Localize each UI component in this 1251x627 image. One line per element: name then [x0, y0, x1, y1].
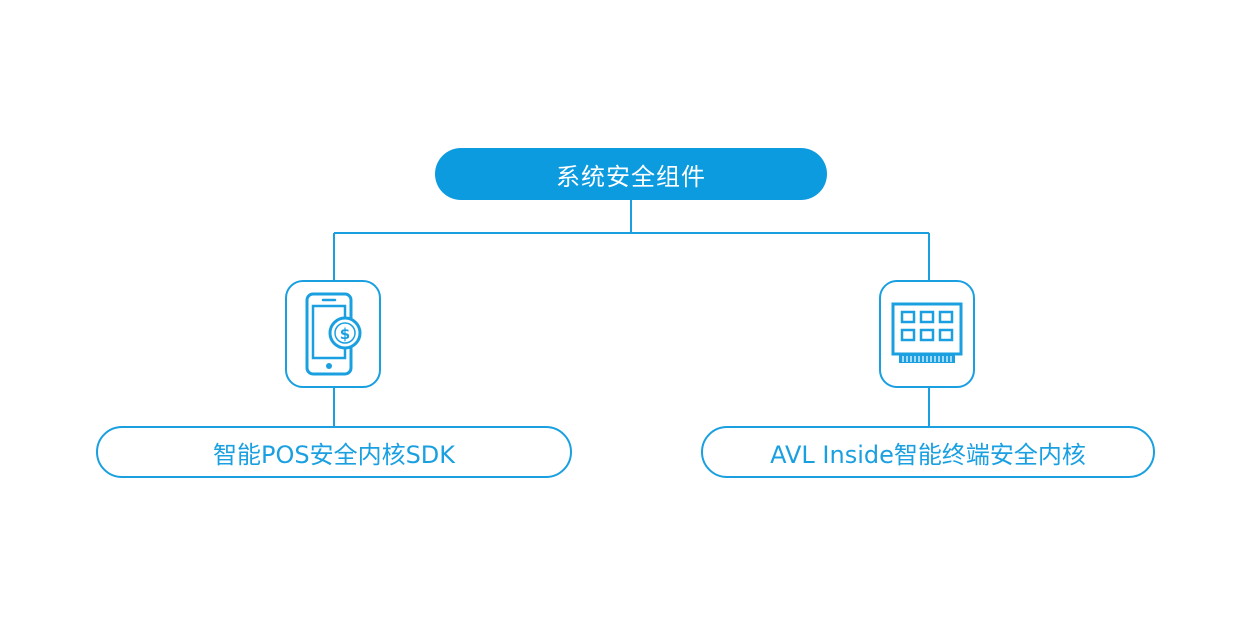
svg-text:$: $: [340, 325, 350, 343]
chip-module-icon: [891, 302, 963, 363]
root-node-label: 系统安全组件: [556, 162, 706, 191]
right-icon-box: [879, 280, 975, 388]
left-leaf-label: 智能POS安全内核SDK: [212, 440, 456, 469]
left-leaf-node: 智能POS安全内核SDK: [96, 426, 572, 478]
root-node: 系统安全组件: [435, 148, 827, 200]
left-icon-box: $: [285, 280, 381, 388]
right-leaf-node: AVL Inside智能终端安全内核: [701, 426, 1155, 478]
pos-phone-dollar-icon: $: [305, 292, 362, 376]
right-leaf-label: AVL Inside智能终端安全内核: [770, 440, 1086, 469]
